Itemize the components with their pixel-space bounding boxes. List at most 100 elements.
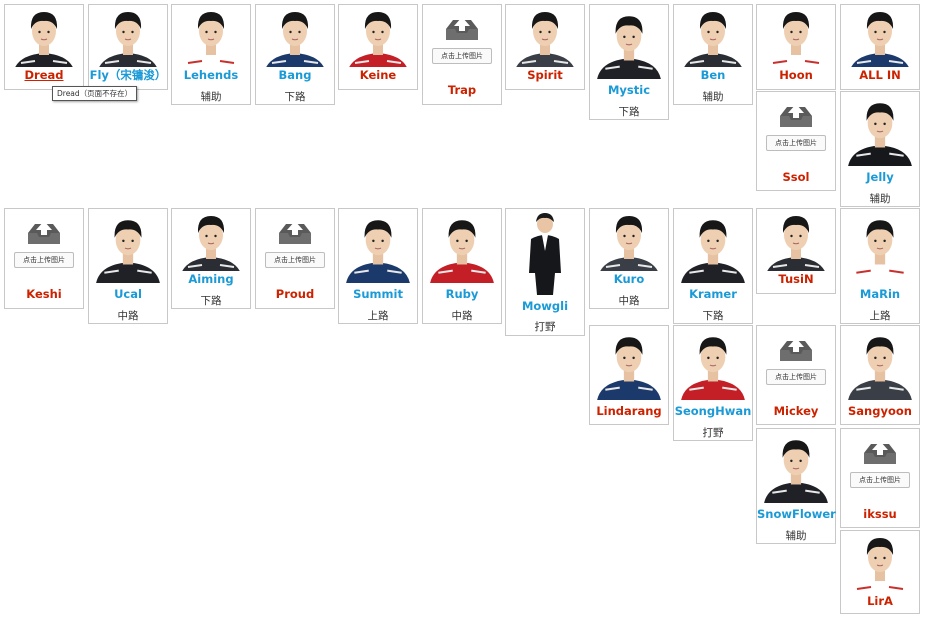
- player-card: Summit 上路: [338, 208, 418, 324]
- player-name-link[interactable]: Mystic: [607, 83, 651, 97]
- player-photo[interactable]: [178, 9, 244, 67]
- player-name-link[interactable]: ALL IN: [859, 68, 901, 82]
- upload-icon: [446, 17, 478, 40]
- player-card: 点击上传图片 ikssu: [840, 428, 920, 528]
- player-name-link[interactable]: ikssu: [863, 507, 897, 521]
- player-photo[interactable]: [680, 9, 746, 67]
- player-card: Mowgli 打野: [505, 208, 585, 336]
- upload-image-button[interactable]: 点击上传图片: [766, 369, 826, 385]
- player-card: Fly（宋镛浚）: [88, 4, 168, 90]
- player-photo[interactable]: [95, 211, 161, 283]
- player-card: Spirit: [505, 4, 585, 90]
- player-name-link[interactable]: Ben: [700, 68, 726, 82]
- upload-image-button[interactable]: 点击上传图片: [14, 252, 74, 268]
- player-name-link[interactable]: Kuro: [613, 272, 645, 286]
- player-card: Dread: [4, 4, 84, 90]
- upload-image-area: 点击上传图片: [430, 15, 494, 64]
- player-card: SnowFlower 辅助: [756, 428, 836, 544]
- player-photo[interactable]: [178, 213, 244, 271]
- player-name-link[interactable]: Sangyoon: [848, 404, 912, 418]
- player-name-link[interactable]: Keine: [359, 68, 397, 82]
- player-name-link[interactable]: MaRin: [859, 287, 901, 301]
- player-photo[interactable]: [847, 9, 913, 67]
- player-photo[interactable]: [763, 431, 829, 503]
- player-photo[interactable]: [596, 7, 662, 79]
- player-name-link[interactable]: Ssol: [782, 170, 810, 184]
- player-photo[interactable]: [847, 535, 913, 593]
- player-photo[interactable]: [596, 213, 662, 271]
- player-role: 打野: [534, 321, 556, 333]
- player-photo[interactable]: [11, 9, 77, 67]
- player-card: ALL IN: [840, 4, 920, 90]
- player-name-link[interactable]: Mickey: [773, 404, 819, 418]
- upload-icon: [864, 441, 896, 464]
- player-name-link[interactable]: Summit: [353, 287, 403, 301]
- player-name-link[interactable]: Ruby: [445, 287, 479, 301]
- player-card: 点击上传图片 Proud: [255, 208, 335, 309]
- player-card: Bang 下路: [255, 4, 335, 105]
- player-name-link[interactable]: Dread: [24, 68, 64, 82]
- player-photo[interactable]: [95, 9, 161, 67]
- upload-image-area: 点击上传图片: [848, 439, 912, 488]
- player-card: Ruby 中路: [422, 208, 502, 324]
- player-photo[interactable]: [429, 211, 495, 283]
- player-name-link[interactable]: SeongHwan: [674, 404, 752, 418]
- player-card: Kramer 下路: [673, 208, 753, 324]
- player-name-link[interactable]: Fly（宋镛浚）: [89, 68, 167, 82]
- player-card: Hoon: [756, 4, 836, 90]
- upload-image-area: 点击上传图片: [764, 336, 828, 385]
- player-photo[interactable]: [847, 211, 913, 283]
- player-card: Sangyoon: [840, 325, 920, 425]
- player-photo[interactable]: [847, 328, 913, 400]
- player-name-link[interactable]: Proud: [275, 287, 315, 301]
- player-name-link[interactable]: Hoon: [779, 68, 813, 82]
- page-not-exist-tooltip: Dread（页面不存在）: [52, 86, 138, 101]
- player-photo[interactable]: [847, 94, 913, 166]
- upload-image-button[interactable]: 点击上传图片: [432, 48, 492, 64]
- player-name-link[interactable]: Bang: [278, 68, 312, 82]
- player-name-link[interactable]: SnowFlower: [757, 507, 836, 521]
- player-role: 中路: [451, 310, 473, 322]
- player-name-link[interactable]: Jelly: [866, 170, 894, 184]
- upload-icon: [28, 221, 60, 244]
- player-photo[interactable]: [345, 211, 411, 283]
- player-name-link[interactable]: Ucal: [114, 287, 142, 301]
- upload-image-button[interactable]: 点击上传图片: [850, 472, 910, 488]
- player-name-link[interactable]: Kramer: [689, 287, 737, 301]
- player-name-link[interactable]: Aiming: [188, 272, 234, 286]
- player-role: 上路: [367, 310, 389, 322]
- player-role: 上路: [869, 310, 891, 322]
- player-photo[interactable]: [680, 328, 746, 400]
- player-card: 点击上传图片 Mickey: [756, 325, 836, 425]
- player-role: 下路: [284, 91, 306, 103]
- player-photo[interactable]: [763, 9, 829, 67]
- player-name-link[interactable]: Lehends: [183, 68, 239, 82]
- player-name-link[interactable]: TusiN: [778, 272, 814, 286]
- player-role: 辅助: [785, 530, 807, 542]
- player-photo[interactable]: [763, 213, 829, 271]
- player-name-link[interactable]: Mowgli: [521, 299, 569, 313]
- player-name-link[interactable]: Lindarang: [596, 404, 662, 418]
- upload-image-button[interactable]: 点击上传图片: [265, 252, 325, 268]
- player-photo[interactable]: [262, 9, 328, 67]
- player-photo[interactable]: [512, 9, 578, 67]
- player-card: 点击上传图片 Trap: [422, 4, 502, 105]
- upload-icon: [780, 338, 812, 361]
- player-name-link[interactable]: Keshi: [26, 287, 62, 301]
- player-photo[interactable]: [345, 9, 411, 67]
- player-role: 下路: [702, 310, 724, 322]
- player-photo[interactable]: [680, 211, 746, 283]
- upload-image-button[interactable]: 点击上传图片: [766, 135, 826, 151]
- player-role: 下路: [200, 295, 222, 307]
- player-name-link[interactable]: Trap: [447, 83, 477, 97]
- player-role: 辅助: [200, 91, 222, 103]
- player-name-link[interactable]: LirA: [867, 594, 893, 608]
- player-card: 点击上传图片 Keshi: [4, 208, 84, 309]
- player-role: 下路: [618, 106, 640, 118]
- player-photo[interactable]: [512, 211, 578, 297]
- player-photo[interactable]: [596, 328, 662, 400]
- player-name-link[interactable]: Spirit: [527, 68, 563, 82]
